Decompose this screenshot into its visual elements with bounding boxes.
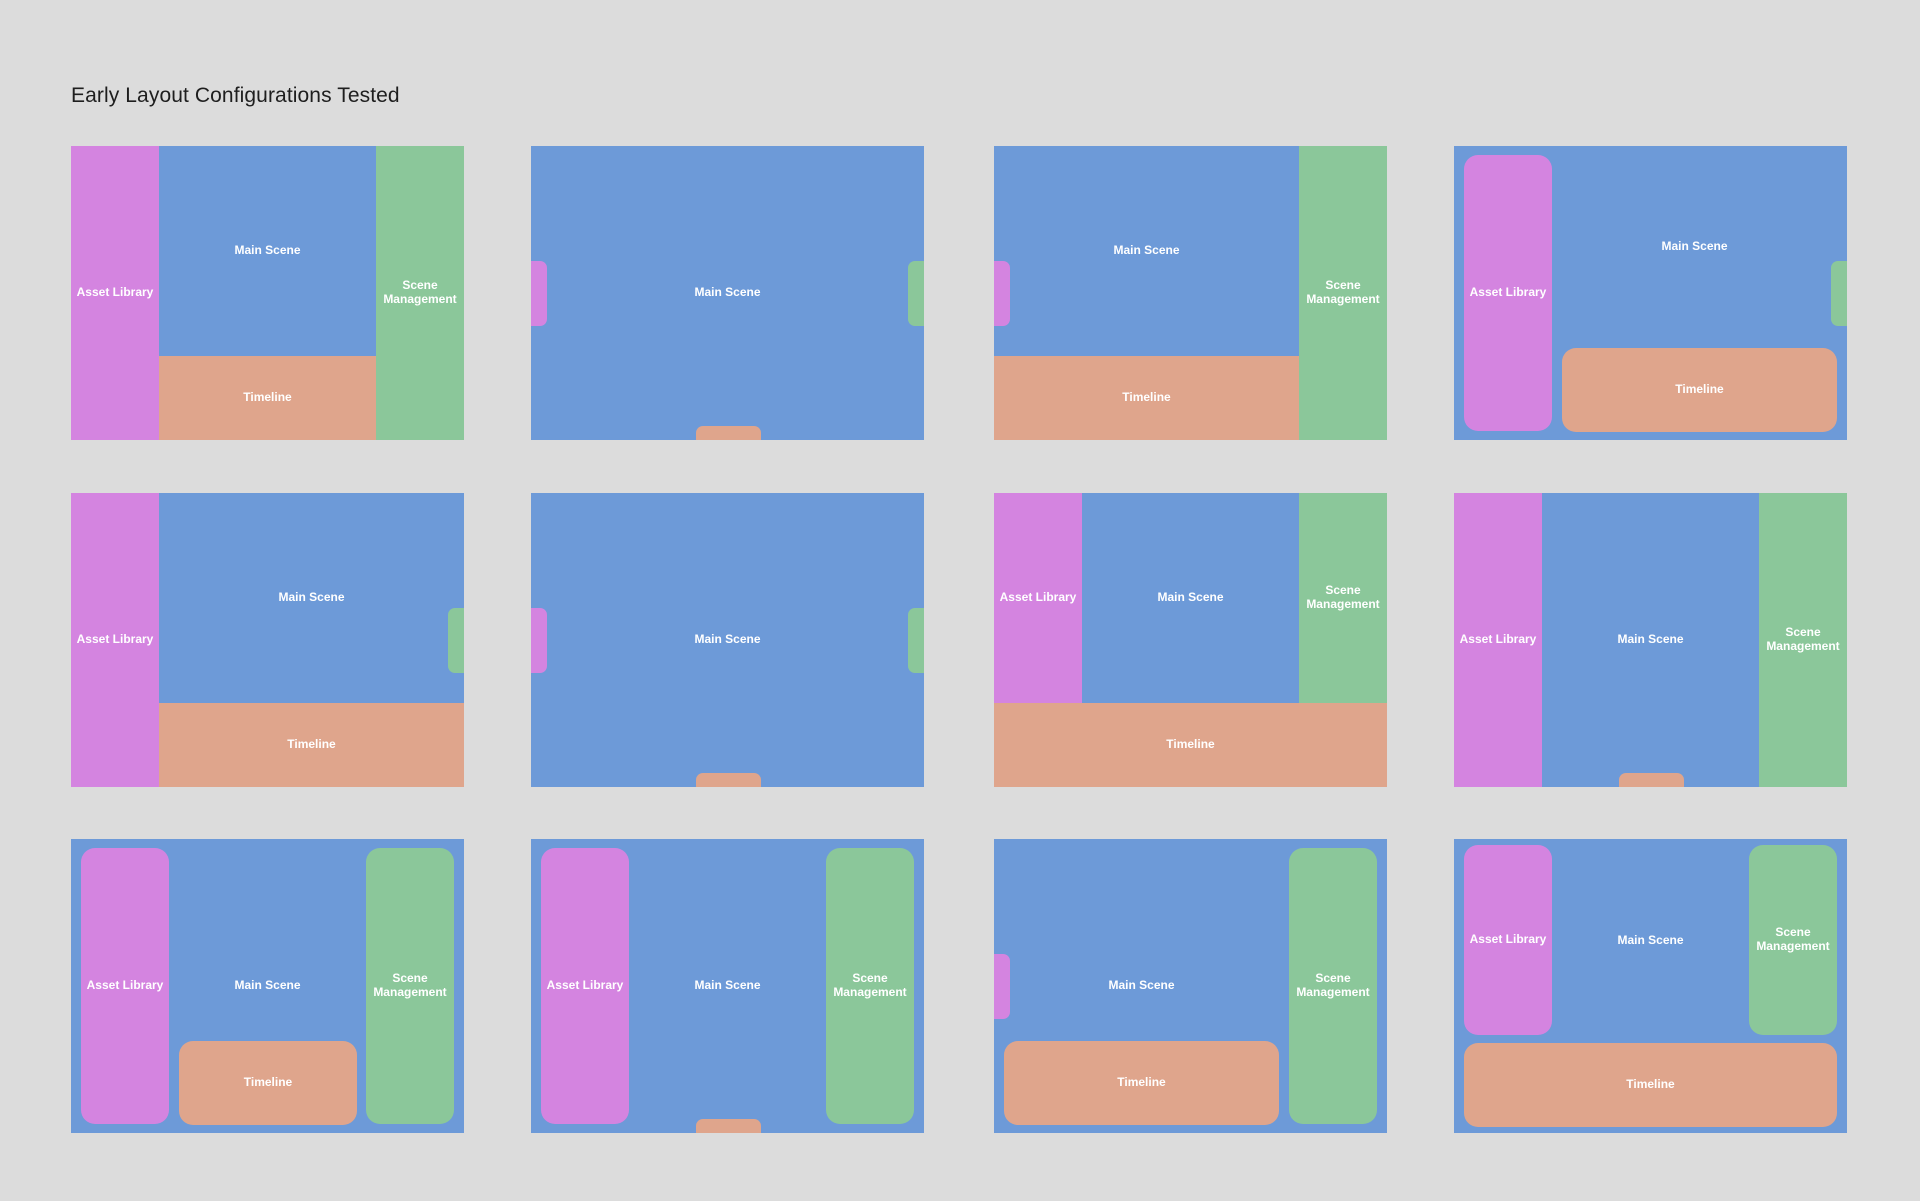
timeline-panel: Timeline bbox=[994, 356, 1299, 440]
panel-label: Timeline bbox=[1675, 382, 1724, 397]
panel-label: Main Scene bbox=[694, 285, 761, 300]
panel-label: Timeline bbox=[1122, 390, 1171, 405]
panel-label: Asset Library bbox=[76, 285, 154, 300]
scene-management-panel: Scene Management bbox=[1749, 845, 1837, 1035]
main-scene-panel: Main Scene bbox=[531, 146, 924, 440]
asset-library-panel: Asset Library bbox=[71, 493, 159, 787]
panel-label: Main Scene bbox=[694, 978, 761, 993]
main-scene-panel: Main Scene bbox=[994, 146, 1299, 356]
main-scene-label: Main Scene bbox=[994, 839, 1289, 1133]
panel-label: Timeline bbox=[1166, 737, 1215, 752]
layout-config-2: Main Scene bbox=[531, 146, 924, 440]
timeline-panel: Timeline bbox=[1004, 1041, 1279, 1125]
main-scene-label: Main Scene bbox=[169, 839, 366, 1133]
panel-label: Timeline bbox=[243, 1075, 293, 1090]
asset-library-panel: Asset Library bbox=[1464, 845, 1552, 1035]
panel-label: Main Scene bbox=[1157, 590, 1224, 605]
panel-label: Scene Management bbox=[1306, 583, 1380, 611]
main-scene-panel: Main Scene bbox=[531, 493, 924, 787]
scene-management-panel: Scene Management bbox=[1759, 493, 1847, 787]
panel-label: Main Scene bbox=[694, 632, 761, 647]
timeline-panel: Timeline bbox=[179, 1041, 357, 1125]
panel-label: Asset Library bbox=[1469, 285, 1547, 300]
timeline-panel: Timeline bbox=[159, 703, 464, 787]
timeline-panel: Timeline bbox=[1464, 1043, 1837, 1127]
scene-management-panel-tab[interactable] bbox=[908, 608, 924, 673]
timeline-panel-tab[interactable] bbox=[696, 773, 761, 787]
panel-label: Asset Library bbox=[1469, 932, 1547, 947]
main-scene-panel: Main Scene bbox=[1542, 493, 1759, 787]
main-scene-panel: Main Scene bbox=[159, 493, 464, 703]
panel-label: Main Scene bbox=[234, 978, 301, 993]
panel-label: Main Scene bbox=[1113, 243, 1180, 258]
asset-library-panel: Asset Library bbox=[1464, 155, 1552, 431]
asset-library-panel-tab[interactable] bbox=[994, 954, 1010, 1019]
main-scene-panel: Main Scene bbox=[1082, 493, 1299, 703]
panel-label: Scene Management bbox=[1766, 625, 1840, 653]
panel-label: Scene Management bbox=[383, 278, 457, 306]
panel-label: Asset Library bbox=[76, 632, 154, 647]
scene-management-panel-tab[interactable] bbox=[908, 261, 924, 326]
scene-management-panel: Scene Management bbox=[1299, 493, 1387, 703]
timeline-panel: Timeline bbox=[159, 356, 376, 440]
panel-label: Scene Management bbox=[373, 971, 447, 999]
panel-label: Main Scene bbox=[234, 243, 301, 258]
timeline-panel-tab[interactable] bbox=[1619, 773, 1684, 787]
main-scene-label: Main Scene bbox=[629, 839, 826, 1133]
scene-management-panel: Scene Management bbox=[826, 848, 914, 1124]
panel-label: Asset Library bbox=[546, 978, 624, 993]
panel-label: Scene Management bbox=[1756, 925, 1830, 953]
panel-label: Asset Library bbox=[999, 590, 1077, 605]
scene-management-panel-tab[interactable] bbox=[448, 608, 464, 673]
scene-management-panel-tab[interactable] bbox=[1831, 261, 1847, 326]
panel-label: Timeline bbox=[287, 737, 336, 752]
panel-label: Asset Library bbox=[1459, 632, 1537, 647]
panel-label: Scene Management bbox=[833, 971, 907, 999]
asset-library-panel: Asset Library bbox=[81, 848, 169, 1124]
timeline-panel: Timeline bbox=[994, 703, 1387, 787]
layout-config-6: Main Scene bbox=[531, 493, 924, 787]
main-scene-panel: Main Scene bbox=[159, 146, 376, 356]
asset-library-panel: Asset Library bbox=[994, 493, 1082, 703]
panel-label: Main Scene bbox=[1108, 978, 1175, 993]
layout-config-8: Main Scene Asset Library Scene Management bbox=[1454, 493, 1847, 787]
timeline-panel: Timeline bbox=[1562, 348, 1837, 432]
asset-library-panel-tab[interactable] bbox=[531, 608, 547, 673]
panel-label: Scene Management bbox=[1296, 971, 1370, 999]
panel-label: Main Scene bbox=[1661, 239, 1728, 254]
panel-label: Timeline bbox=[1117, 1075, 1166, 1090]
asset-library-panel-tab[interactable] bbox=[531, 261, 547, 326]
page-title: Early Layout Configurations Tested bbox=[71, 84, 400, 107]
panel-label: Scene Management bbox=[1306, 278, 1380, 306]
scene-management-panel: Scene Management bbox=[1299, 146, 1387, 440]
panel-label: Asset Library bbox=[86, 978, 164, 993]
timeline-panel-tab[interactable] bbox=[696, 1119, 761, 1133]
asset-library-panel: Asset Library bbox=[541, 848, 629, 1124]
panel-label: Main Scene bbox=[1617, 632, 1684, 647]
main-scene-label: Main Scene bbox=[1552, 839, 1749, 1043]
main-scene-label: Main Scene bbox=[1552, 146, 1837, 348]
scene-management-panel: Scene Management bbox=[376, 146, 464, 440]
timeline-panel-tab[interactable] bbox=[696, 426, 761, 440]
scene-management-panel: Scene Management bbox=[1289, 848, 1377, 1124]
scene-management-panel: Scene Management bbox=[366, 848, 454, 1124]
panel-label: Timeline bbox=[1626, 1077, 1675, 1092]
asset-library-panel-tab[interactable] bbox=[994, 261, 1010, 326]
layout-config-10: Main Scene Asset Library Scene Management bbox=[531, 839, 924, 1133]
panel-label: Timeline bbox=[243, 390, 292, 405]
asset-library-panel: Asset Library bbox=[1454, 493, 1542, 787]
asset-library-panel: Asset Library bbox=[71, 146, 159, 440]
panel-label: Main Scene bbox=[1617, 933, 1684, 948]
panel-label: Main Scene bbox=[278, 590, 345, 605]
